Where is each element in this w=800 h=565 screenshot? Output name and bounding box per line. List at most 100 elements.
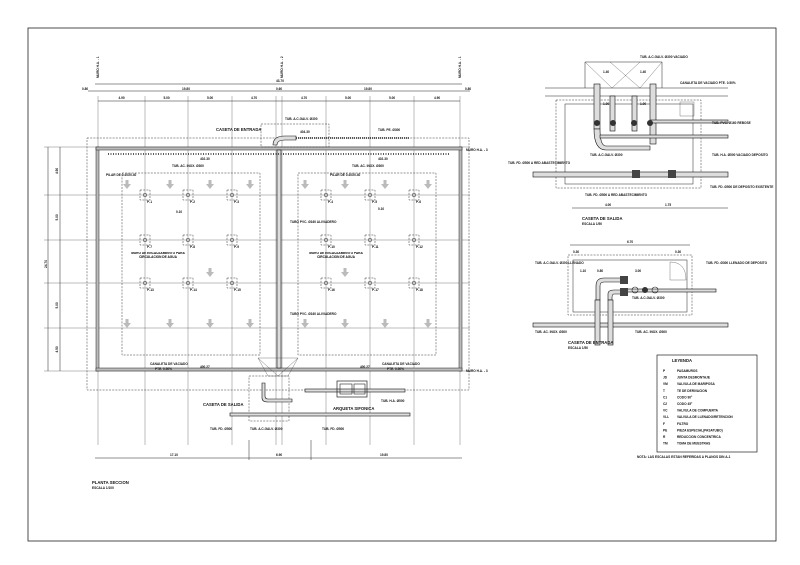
- flow-arrow-icon: [123, 180, 131, 189]
- pillar: [182, 189, 194, 201]
- label-inox-left: TUB. AC. INOX. Ø300: [172, 164, 204, 168]
- pillar-label: P-12: [416, 245, 423, 249]
- pillar-label: P-10: [328, 245, 335, 249]
- legend-label: PASAMUROS: [677, 369, 697, 373]
- dim-row: 4.90: [55, 168, 59, 174]
- legend-label: CODO 45°: [677, 402, 693, 406]
- salida-label-pvc: TUB. PVC. Ø160 REBOSE: [712, 121, 751, 125]
- flow-arrow-icon: [246, 180, 254, 189]
- flow-arrow-icon: [206, 319, 214, 328]
- label-level-left: 402.30: [200, 157, 210, 161]
- flow-arrow-icon: [341, 180, 349, 189]
- legend-code: VC: [663, 409, 668, 413]
- flow-arrow-icon: [246, 319, 254, 328]
- pillar: [139, 189, 151, 201]
- pillar: [182, 234, 194, 246]
- pillar-label: P-17: [372, 288, 379, 292]
- legend-label: VALVULA DE LLENADO/RETENCION: [677, 415, 733, 419]
- label-tubo-pvc-2: TUBO PVC. Ø160 ALIVIADERO: [290, 312, 337, 316]
- legend-label: JUNTA DESMONTAJE: [677, 376, 710, 380]
- dim-bottom-3: 19.80: [380, 453, 388, 457]
- pillar-label: P-6: [416, 200, 421, 204]
- dim-row: 5.00: [55, 214, 59, 220]
- legend-label: VALVULA DE MARIPOSA: [677, 382, 716, 386]
- label-level-bottom-left: 400.27: [200, 365, 210, 369]
- salida-label-fd-bottom: TUB. FD. Ø500 A RED ABASTECIMIENTO: [585, 193, 648, 197]
- legend-code: PE: [663, 428, 667, 432]
- pillar-label: P-8: [190, 245, 195, 249]
- pillar-label: P-18: [416, 288, 423, 292]
- dim-half-right: 19.80: [364, 87, 372, 91]
- legend-label: CODO 90°: [677, 395, 693, 399]
- dim-row: 4.90: [55, 346, 59, 352]
- dim-center: 0.60: [276, 87, 282, 91]
- salida-dim-1: 1.40: [603, 70, 609, 74]
- label-tub-galv-top: TUB. A.C.GALV. Ø300: [285, 117, 318, 121]
- salida-title: CASETA DE SALIDA: [582, 216, 622, 221]
- flow-arrow-icon: [341, 268, 349, 277]
- label-canaleta-right-pte: PTE. 0.50%: [387, 367, 404, 371]
- entrada-title: CASETA DE ENTRADA: [568, 340, 613, 345]
- pillar-label: P-7: [147, 245, 152, 249]
- legend-code: TM: [663, 442, 668, 446]
- legend-label: REDUCCION CONCENTRICA: [677, 435, 721, 439]
- pillar: [320, 277, 332, 289]
- label-tub-fd-left: TUB. FD. Ø500: [210, 427, 232, 431]
- legend-label: TE DE DERIVACION: [677, 389, 708, 393]
- legend-code: R: [663, 435, 666, 439]
- legend-title: LEYENDA: [672, 358, 692, 363]
- entrada-dim-4: 1.10: [580, 269, 586, 273]
- pillar: [364, 277, 376, 289]
- salida-dim-4: 1.00: [640, 102, 646, 106]
- axis-label-2: MURO H.A. - 2: [280, 56, 284, 78]
- caseta-entrada-detail: 6.70 0.30 0.30 1.10 0.80 3.00 TUB. A.C.G…: [532, 240, 768, 350]
- label-tub-fd-right: TUB. FD. Ø500: [322, 427, 344, 431]
- salida-scale: ESCALA 1/50: [582, 222, 602, 226]
- flow-arrow-icon: [123, 319, 131, 328]
- salida-dim-2: 1.40: [640, 70, 646, 74]
- dim-bottom-1: 17.10: [170, 453, 178, 457]
- pillar-label: P-14: [190, 288, 197, 292]
- pillar-label: P-3: [234, 200, 239, 204]
- dim-span: 4.90: [434, 96, 440, 100]
- wall-label-right-bottom: MURO H.A. - 3: [466, 369, 488, 373]
- caseta-salida-detail: TUB. A.C.GALV. Ø300 VACIADO CANALETA DE …: [508, 55, 773, 226]
- legend-code: F: [663, 422, 665, 426]
- plan-scale: ESCALA 1/100: [92, 486, 114, 490]
- flow-arrow-icon: [301, 319, 309, 328]
- label-muro-left: MURO DE ENCAUZAMIENTO PARA CIRCULACION D…: [131, 252, 185, 259]
- pillar: [320, 234, 332, 246]
- label-inox-right: TUB. AC. INOX. Ø300: [352, 164, 384, 168]
- dim-span: 4.90: [119, 96, 125, 100]
- label-canaleta-right: CANALETA DE VACIADO: [382, 362, 420, 366]
- dim-span: 5.00: [164, 96, 170, 100]
- dim-span: 5.00: [207, 96, 213, 100]
- salida-label-galv: TUB. A.C.GALV. Ø300: [590, 153, 623, 157]
- flow-arrow-icon: [206, 268, 214, 277]
- pillar-label: P-11: [372, 245, 379, 249]
- legend-label: FILTRO: [677, 422, 689, 426]
- flow-arrow-icon: [424, 180, 432, 189]
- dim-edge-right: 0.80: [465, 87, 471, 91]
- label-pilar-right: PILAR DE 0.40X0.40: [330, 173, 361, 177]
- flow-arrow-icon: [166, 180, 174, 189]
- pillar-label: P-1: [147, 200, 152, 204]
- pillar-label: P-2: [190, 200, 195, 204]
- dim-span: 4.70: [251, 96, 257, 100]
- legend-code: T: [663, 389, 665, 393]
- dim-span: 5.00: [389, 96, 395, 100]
- label-caseta-salida: CASETA DE SALIDA: [203, 402, 243, 407]
- flow-arrow-icon: [166, 319, 174, 328]
- label-dim-010-left: 0.10: [176, 210, 182, 214]
- entrada-label-galv2: TUB. A.C.GALV. Ø300: [632, 296, 665, 300]
- flow-arrow-icon: [381, 319, 389, 328]
- salida-label-canaleta: CANALETA DE VACIADO PTE. 0.50%: [680, 81, 736, 85]
- dim-total: 43.70: [276, 79, 284, 83]
- pillar: [226, 277, 238, 289]
- flow-arrow-icon: [341, 319, 349, 328]
- dim-span: 4.70: [301, 96, 307, 100]
- entrada-label-inox-right: TUB. AC. INOX. Ø300: [635, 330, 667, 334]
- salida-label-ha: TUB. H.A. Ø500 VACIADO DEPOSITO: [712, 153, 769, 157]
